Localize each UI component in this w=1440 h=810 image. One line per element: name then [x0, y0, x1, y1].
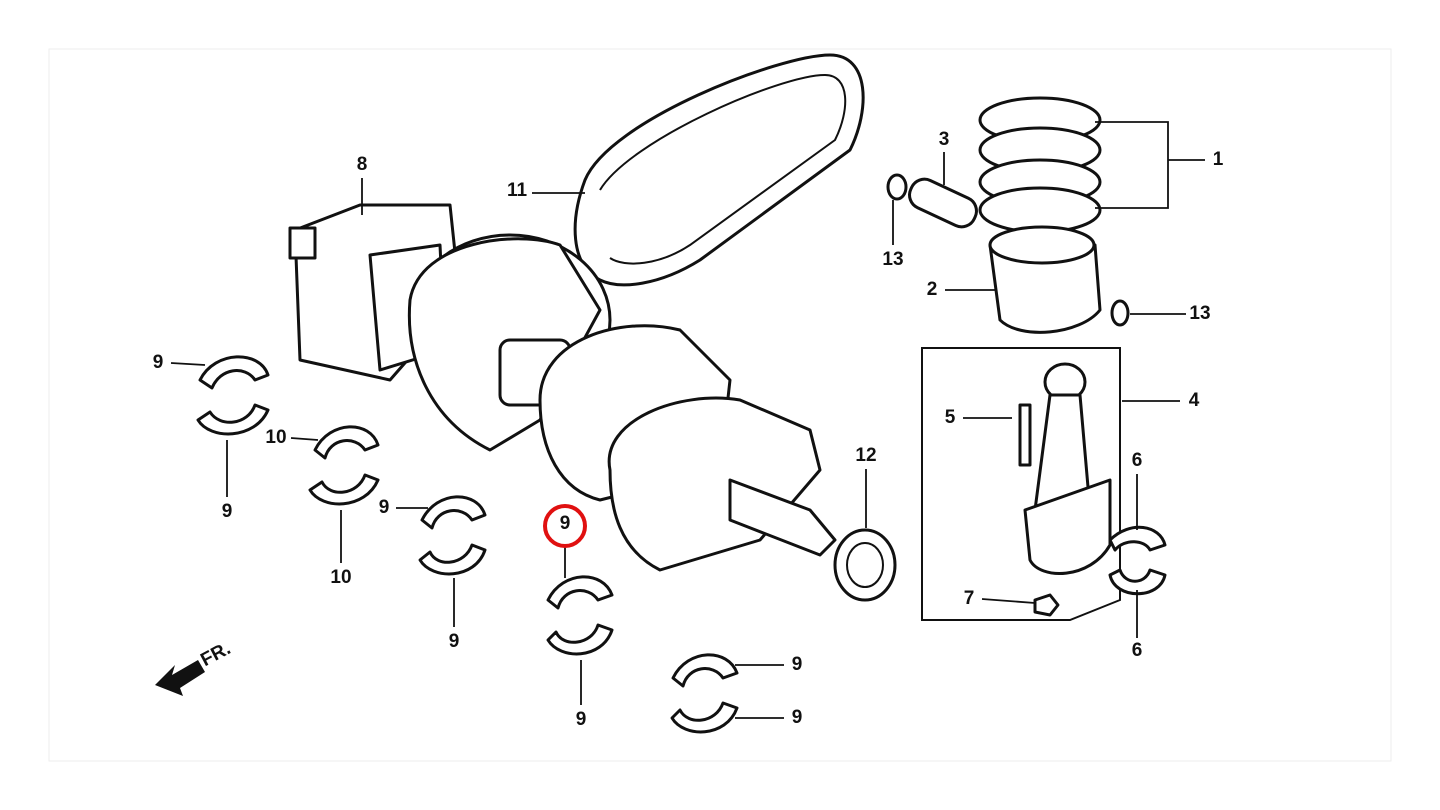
- callout-3[interactable]: 3: [939, 129, 950, 150]
- main-bearings: [196, 355, 739, 734]
- crankshaft: [288, 203, 837, 572]
- leader-lines: [170, 121, 1205, 719]
- callout-9[interactable]: 9: [792, 707, 803, 728]
- conrod-bearing: [1108, 568, 1167, 596]
- callout-10[interactable]: 10: [265, 427, 286, 448]
- callout-9[interactable]: 9: [153, 352, 164, 373]
- callout-12[interactable]: 12: [855, 445, 876, 466]
- callout-9[interactable]: 9: [379, 497, 390, 518]
- callout-9[interactable]: 9: [792, 654, 803, 675]
- piston-pin-clip: [1110, 299, 1130, 327]
- callout-9[interactable]: 9: [576, 709, 587, 730]
- arrow-icon: [155, 660, 205, 696]
- connecting-rod: [1023, 362, 1112, 575]
- callout-6[interactable]: 6: [1132, 640, 1143, 661]
- conrod-bolt: [1018, 403, 1032, 467]
- callout-5[interactable]: 5: [945, 407, 956, 428]
- callout-10[interactable]: 10: [330, 567, 351, 588]
- callout-6[interactable]: 6: [1132, 450, 1143, 471]
- callout-9[interactable]: 9: [449, 631, 460, 652]
- callout-13[interactable]: 13: [882, 249, 903, 270]
- callout-1[interactable]: 1: [1213, 149, 1224, 170]
- piston-pin-clip: [886, 173, 908, 201]
- callout-9[interactable]: 9: [222, 501, 233, 522]
- callout-11[interactable]: 11: [507, 180, 528, 201]
- oil-seal: [833, 528, 897, 602]
- piston-rings: [978, 96, 1102, 234]
- callout-8[interactable]: 8: [357, 154, 368, 175]
- callout-13[interactable]: 13: [1189, 303, 1210, 324]
- conrod-assembly-box: [921, 347, 1121, 621]
- callout-4[interactable]: 4: [1189, 390, 1200, 411]
- piston: [988, 225, 1102, 334]
- piston-pin: [908, 177, 978, 229]
- highlight-circle: [543, 504, 587, 548]
- callouts: 1 2 3 4 5 6 6 7 8 9 9 9 9 9 9 9 9 10 10 …: [153, 129, 1224, 730]
- callout-7[interactable]: 7: [964, 588, 975, 609]
- callout-9-highlighted[interactable]: 9: [560, 513, 571, 534]
- conrod-nut: [1033, 593, 1060, 617]
- callout-2[interactable]: 2: [927, 279, 938, 300]
- conrod-bearing: [1108, 525, 1167, 552]
